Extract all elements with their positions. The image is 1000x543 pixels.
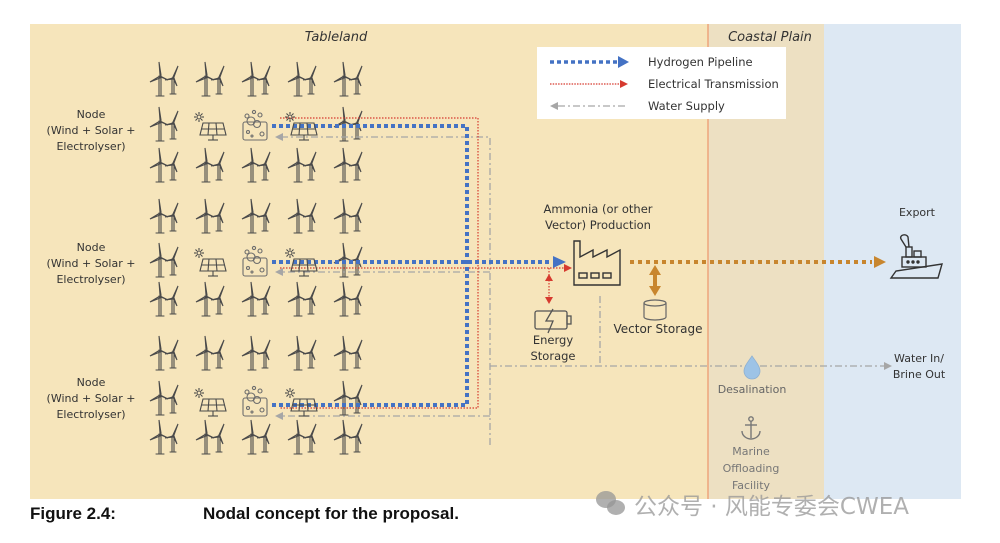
hydrogen-arrowhead-icon	[553, 256, 566, 268]
node-label-line: Electrolyser)	[56, 140, 125, 153]
node-label-2: Node (Wind + Solar + Electrolyser)	[47, 241, 136, 286]
water-supply-network	[280, 136, 890, 445]
node-label-line: (Wind + Solar +	[47, 124, 136, 137]
battery-icon	[534, 308, 572, 334]
node-label-line: (Wind + Solar +	[47, 257, 136, 270]
wechat-icon	[596, 491, 626, 517]
legend-electrical-label: Electrical Transmission	[648, 77, 779, 91]
node-label-line: Electrolyser)	[56, 408, 125, 421]
energy-storage-label-line2: Storage	[531, 349, 576, 363]
node-label-line: Node	[77, 108, 106, 121]
node-label-1: Node (Wind + Solar + Electrolyser)	[47, 108, 136, 153]
factory-icon	[573, 240, 621, 286]
water-label-line1: Water In/	[894, 352, 944, 365]
water-label-line2: Brine Out	[893, 368, 946, 381]
ship-icon	[889, 234, 943, 279]
legend-hydrogen-arrow-icon	[618, 56, 629, 68]
storage-tank-icon	[643, 299, 667, 321]
figure-caption: Nodal concept for the proposal.	[203, 504, 459, 523]
node-label-line: Electrolyser)	[56, 273, 125, 286]
legend: Hydrogen Pipeline Electrical Transmissio…	[537, 47, 786, 119]
node-label-3: Node (Wind + Solar + Electrolyser)	[47, 376, 136, 421]
desalination-label: Desalination	[718, 383, 787, 396]
node-label-line: Node	[77, 241, 106, 254]
export-label: Export	[899, 206, 936, 219]
hydrogen-pipeline-network	[272, 124, 552, 407]
production-label-line1: Ammonia (or other	[543, 202, 652, 216]
coastal-plain-title: Coastal Plain	[728, 30, 812, 45]
arrow-icon	[649, 286, 661, 296]
marine-label-line1: Marine	[732, 445, 770, 458]
water-drop-icon	[743, 355, 761, 380]
arrow-icon	[564, 264, 572, 272]
vector-storage-label: Vector Storage	[613, 322, 702, 336]
legend-electrical-arrow-icon	[620, 80, 628, 88]
marine-label-line2: Offloading	[723, 462, 780, 475]
arrow-icon	[884, 362, 892, 370]
energy-storage-label-line1: Energy	[533, 333, 573, 347]
sea-zone	[824, 24, 961, 499]
electrical-arrowheads	[545, 264, 572, 304]
legend-water-label: Water Supply	[648, 99, 725, 113]
legend-water-arrow-icon	[550, 102, 558, 110]
export-arrowhead-icon	[874, 256, 886, 268]
marine-label-line3: Facility	[732, 479, 771, 492]
water-arrowheads	[275, 133, 892, 420]
production-label-line2: Vector) Production	[545, 218, 651, 232]
arrow-icon	[545, 297, 553, 304]
arrow-icon	[649, 265, 661, 275]
node-label-line: (Wind + Solar +	[47, 392, 136, 405]
legend-hydrogen-label: Hydrogen Pipeline	[648, 55, 753, 69]
arrow-icon	[275, 412, 283, 420]
anchor-icon	[741, 416, 761, 440]
arrow-icon	[545, 274, 553, 281]
watermark: 公众号 · 风能专委会CWEA	[596, 487, 909, 521]
arrow-icon	[275, 268, 283, 276]
watermark-text: 公众号 · 风能专委会CWEA	[634, 494, 910, 520]
vector-storage-link	[649, 265, 661, 296]
legend-box	[537, 47, 786, 119]
tableland-title: Tableland	[305, 30, 368, 45]
figure-number: Figure 2.4:	[30, 504, 116, 523]
node-label-line: Node	[77, 376, 106, 389]
arrow-icon	[275, 133, 283, 141]
